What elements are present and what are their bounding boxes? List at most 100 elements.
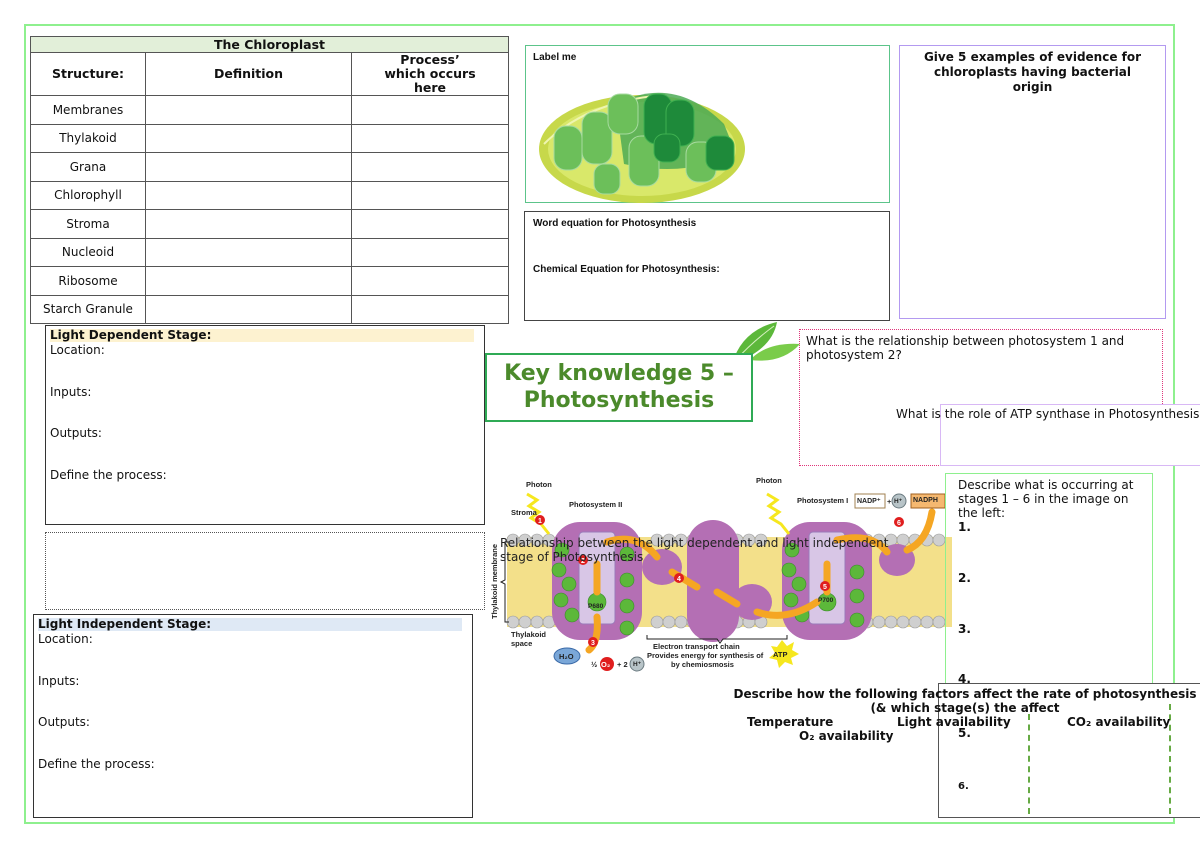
definition-cell[interactable] xyxy=(145,180,352,210)
svg-text:2: 2 xyxy=(581,558,585,565)
li-location-label: Location: xyxy=(38,632,93,646)
svg-text:5: 5 xyxy=(823,584,827,591)
structure-cell: Thylakoid xyxy=(30,123,146,153)
photosystem-question-box: What is the relationship between photosy… xyxy=(799,329,1163,466)
table-row: Nucleoid xyxy=(30,237,509,267)
ld-outputs-label: Outputs: xyxy=(50,426,102,440)
oxygen-label: O₂ xyxy=(601,660,611,669)
table-row: Starch Granule xyxy=(30,294,509,324)
definition-cell[interactable] xyxy=(145,152,352,182)
process-cell[interactable] xyxy=(351,152,509,182)
structure-cell: Nucleoid xyxy=(30,237,146,267)
chloroplast-illustration xyxy=(539,92,745,203)
definition-cell[interactable] xyxy=(145,266,352,296)
factor-light: Light availability xyxy=(897,715,1011,729)
title-line-1: Key knowledge 5 – xyxy=(504,361,734,386)
header-definition: Definition xyxy=(145,52,352,96)
photosystem-2-label: Photosystem II xyxy=(569,500,623,509)
li-define-label: Define the process: xyxy=(38,757,155,771)
process-cell[interactable] xyxy=(351,209,509,239)
label-me-label: Label me xyxy=(533,52,577,63)
ld-location-label: Location: xyxy=(50,343,105,357)
factor-temperature: Temperature xyxy=(747,715,834,729)
plus-label: + xyxy=(887,497,892,506)
light-dependent-title: Light Dependent Stage: xyxy=(50,329,474,342)
process-cell[interactable] xyxy=(351,237,509,267)
header-structure: Structure: xyxy=(30,52,146,96)
table-row: Stroma xyxy=(30,209,509,239)
word-equation-label: Word equation for Photosynthesis xyxy=(533,218,697,229)
thylakoid-membrane-label: Thylakoid membrane xyxy=(490,543,500,620)
stages-prompt: Describe what is occurring at stages 1 –… xyxy=(958,478,1134,520)
definition-cell[interactable] xyxy=(145,237,352,267)
process-cell[interactable] xyxy=(351,95,509,125)
table-row: Thylakoid xyxy=(30,123,509,153)
definition-cell[interactable] xyxy=(145,123,352,153)
relationship-answer-box[interactable] xyxy=(45,532,485,610)
structure-cell: Ribosome xyxy=(30,266,146,296)
half-label: ½ xyxy=(591,660,598,669)
photosystem-question: What is the relationship between photosy… xyxy=(806,334,1125,362)
process-cell[interactable] xyxy=(351,266,509,296)
stage-number: 2. xyxy=(958,571,971,585)
hydrogen-ion-label: H⁺ xyxy=(633,661,642,668)
light-independent-title: Light Independent Stage: xyxy=(38,618,462,631)
plus-two-label: + 2 xyxy=(617,660,628,669)
li-inputs-label: Inputs: xyxy=(38,674,80,688)
svg-text:4: 4 xyxy=(677,576,681,583)
structure-cell: Chlorophyll xyxy=(30,180,146,210)
table-row: Chlorophyll xyxy=(30,180,509,210)
definition-cell[interactable] xyxy=(145,209,352,239)
stage-number: 5. xyxy=(958,726,971,740)
structure-cell: Membranes xyxy=(30,95,146,125)
stage-number: 6. xyxy=(958,781,969,792)
nadph-label: NADPH xyxy=(913,497,938,504)
photon-label: Photon xyxy=(526,480,552,489)
water-label: H₂O xyxy=(559,652,574,661)
light-independent-stage-box: Light Independent Stage: Location: Input… xyxy=(33,614,473,818)
photosystem-1-label: Photosystem I xyxy=(797,496,849,505)
chemical-equation-label: Chemical Equation for Photosynthesis: xyxy=(533,264,720,275)
table-row: Membranes xyxy=(30,95,509,125)
header-process: Process’ which occurs here xyxy=(351,52,509,96)
etc-label: Electron transport chain xyxy=(653,642,740,651)
page-title-banner: Key knowledge 5 – Photosynthesis xyxy=(485,353,753,422)
process-cell[interactable] xyxy=(351,180,509,210)
table-row: Grana xyxy=(30,152,509,182)
process-cell[interactable] xyxy=(351,294,509,324)
equation-box: Word equation for Photosynthesis Chemica… xyxy=(524,211,890,321)
structure-cell: Grana xyxy=(30,152,146,182)
evidence-title: Give 5 examples of evidence for chloropl… xyxy=(923,50,1142,94)
definition-cell[interactable] xyxy=(145,95,352,125)
structure-cell: Stroma xyxy=(30,209,146,239)
light-dependent-stage-box: Light Dependent Stage: Location: Inputs:… xyxy=(45,325,485,525)
thylakoid-membrane-diagram: 1 2 3 4 5 6 xyxy=(499,492,952,672)
photon-label: Photon xyxy=(756,476,782,485)
definition-cell[interactable] xyxy=(145,294,352,324)
relationship-prompt: Relationship between the light dependent… xyxy=(500,536,889,564)
thylakoid-space-label: Thylakoid space xyxy=(511,630,547,648)
hydrogen-ion-label: H⁺ xyxy=(894,498,903,505)
stage-number: 3. xyxy=(958,622,971,636)
p700-label: P700 xyxy=(818,597,834,604)
atp-synthase-answer-box[interactable] xyxy=(940,404,1200,466)
process-cell[interactable] xyxy=(351,123,509,153)
ld-inputs-label: Inputs: xyxy=(50,385,92,399)
title-line-2: Photosynthesis xyxy=(523,388,715,413)
table-title: The Chloroplast xyxy=(30,36,509,53)
factors-answer-box: 5. 6. xyxy=(938,683,1200,818)
svg-text:6: 6 xyxy=(897,520,901,527)
structure-cell: Starch Granule xyxy=(30,294,146,324)
label-me-box: Label me xyxy=(525,45,890,203)
stages-description-box: Describe what is occurring at stages 1 –… xyxy=(945,473,1153,686)
nadp-label: NADP⁺ xyxy=(857,498,881,505)
chemiosmosis-label: by chemiosmosis xyxy=(671,660,734,669)
chloroplast-table: The Chloroplast Structure: Definition Pr… xyxy=(30,36,509,324)
atp-label: ATP xyxy=(773,650,788,659)
factor-co2: CO₂ availability xyxy=(1067,715,1171,729)
table-row: Ribosome xyxy=(30,266,509,296)
li-outputs-label: Outputs: xyxy=(38,715,90,729)
factors-heading: Describe how the following factors affec… xyxy=(733,687,1197,715)
evidence-box: Give 5 examples of evidence for chloropl… xyxy=(899,45,1166,319)
svg-text:3: 3 xyxy=(591,640,595,647)
